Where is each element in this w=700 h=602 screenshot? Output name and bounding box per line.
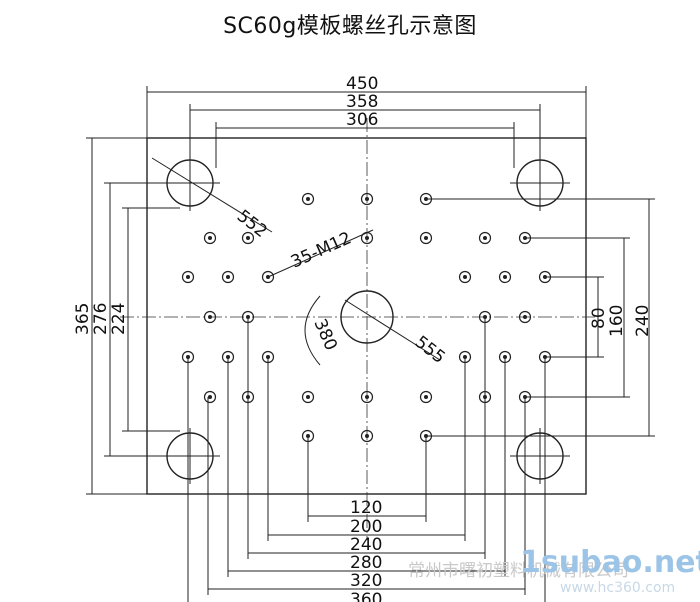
screw-hole [360,390,374,404]
screw-hole [360,429,374,443]
watermark-company: 常州市曙初塑料机械有限公司 [408,561,629,581]
left-dimension-group: 365 276 224 [73,137,180,495]
tie-bar-hole [160,155,220,211]
dim-right-160: 160 [607,305,627,337]
screw-hole [478,231,492,245]
screw-hole [458,270,472,284]
watermark-site: www.hc360.com [560,580,675,596]
screw-hole [419,390,433,404]
dim-bottom-120: 120 [350,498,382,518]
diagram-title: SC60g模板螺丝孔示意图 [223,14,477,39]
screw-hole [203,390,217,404]
dim-height-276: 276 [91,303,111,335]
dim-right-240: 240 [633,305,653,337]
screw-hole [301,390,315,404]
watermark-brand: 1subao.net [520,545,700,580]
dim-width-306: 306 [346,110,378,130]
dim-height-224: 224 [109,303,129,335]
screw-hole [518,310,532,324]
screw-hole [498,270,512,284]
dim-width-358: 358 [346,92,378,112]
dim-width-450: 450 [346,74,378,94]
screw-hole [221,270,235,284]
tie-bar-hole [510,428,570,484]
dim-right-80: 80 [589,307,609,329]
dim-bottom-280: 280 [350,553,382,573]
tie-bar-hole [510,155,570,211]
screw-hole [419,231,433,245]
label-35-m12: 35-M12 [288,228,355,272]
dim-radius-380: 380 [309,316,340,354]
center-locating-hole [340,290,394,344]
plate-outline [146,137,587,495]
screw-hole [301,192,315,206]
dim-bottom-320: 320 [350,571,382,591]
screw-hole-group [181,192,552,443]
dim-height-365: 365 [73,303,93,335]
dim-bottom-240: 240 [350,535,382,555]
top-dimension-group: 450 358 306 [146,74,587,168]
bottom-dimension-group: 120 200 240 280 320 360 [187,318,546,602]
screw-hole [203,310,217,324]
right-dimension-group: 80 160 240 [428,198,655,437]
dim-diag-555: 555 [411,332,449,368]
dim-bottom-200: 200 [350,517,382,537]
watermark: 常州市曙初塑料机械有限公司 1subao.net www.hc360.com [408,545,700,596]
screw-hole [360,192,374,206]
screw-hole [181,270,195,284]
dim-bottom-360: 360 [350,590,382,602]
screw-hole [203,231,217,245]
screw-hole [241,231,255,245]
tie-bar-hole [160,428,220,484]
